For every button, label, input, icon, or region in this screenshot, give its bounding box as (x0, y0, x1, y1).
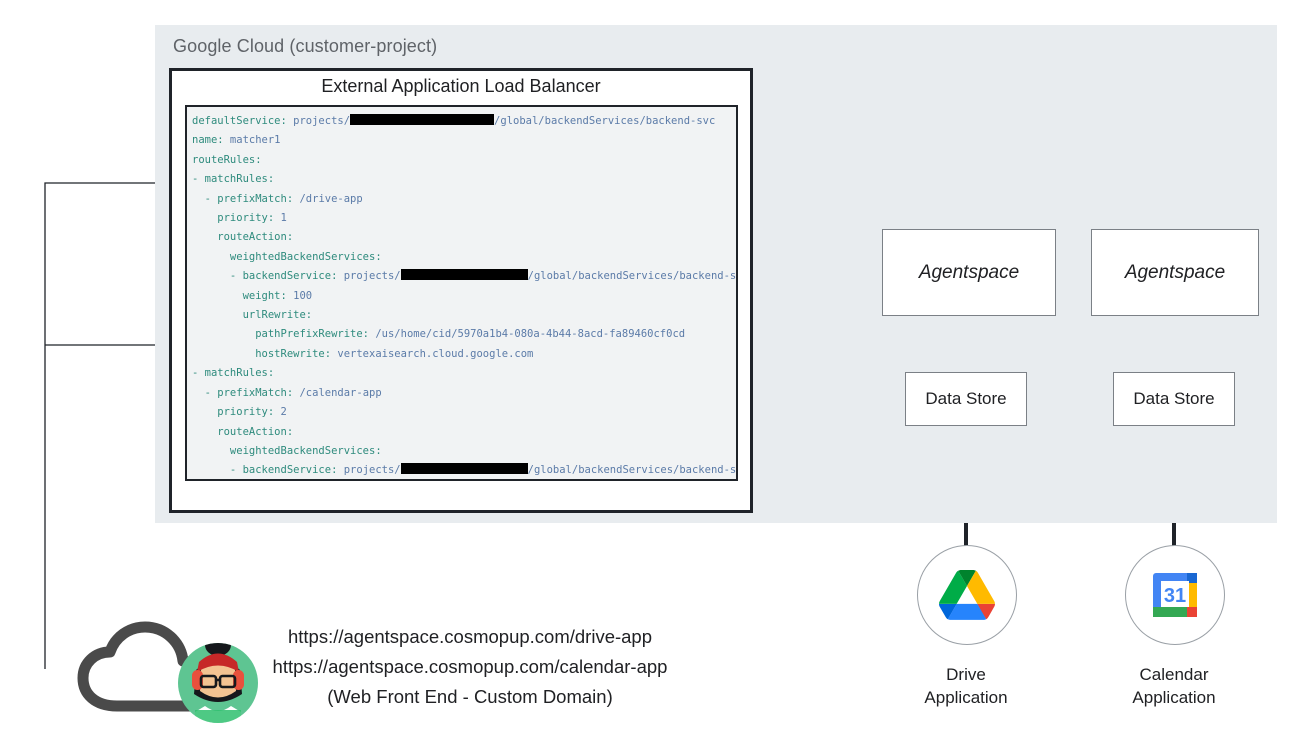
yaml-rule1-match-rules: - matchRules: (192, 173, 275, 186)
yaml-rule2-route-action: routeAction: (192, 425, 294, 438)
google-cloud-panel-title: Google Cloud (customer-project) (173, 36, 438, 56)
front-end-caption: (Web Front End - Custom Domain) (327, 686, 613, 707)
calendar-application-icon-circle[interactable]: 31 (1125, 545, 1225, 645)
yaml-rule1-priority-value: 1 (274, 212, 287, 225)
drive-label-line2: Application (924, 688, 1008, 707)
yaml-rule2-weighted-backends: weightedBackendServices: (192, 444, 382, 457)
yaml-rule1-backend-key: - backendService: (192, 270, 338, 283)
google-drive-icon (939, 570, 995, 620)
yaml-rule2-prefix-value: /calendar-app (293, 386, 382, 399)
yaml-rule1-url-rewrite: urlRewrite: (192, 309, 313, 322)
front-end-urls: https://agentspace.cosmopup.com/drive-ap… (225, 622, 715, 712)
redaction-bar-project-3 (400, 463, 528, 475)
google-calendar-icon: 31 (1153, 573, 1197, 617)
yaml-rule2-priority-key: priority: (192, 406, 275, 419)
yaml-default-service-prefix: projects/ (286, 115, 351, 127)
yaml-rule1-weight-key: weight: (192, 289, 287, 302)
node-agentspace-1[interactable]: Agentspace (882, 229, 1056, 316)
yaml-rule1-priority-key: priority: (192, 212, 275, 225)
yaml-default-service-key: defaultService: (192, 115, 287, 127)
drive-application-icon-circle[interactable] (917, 545, 1017, 645)
edge-user-to-drive-prefix (44, 178, 197, 669)
node-agentspace-2[interactable]: Agentspace (1091, 229, 1259, 316)
redaction-bar-project-2 (400, 269, 528, 281)
calendar-label-line2: Application (1132, 688, 1216, 707)
yaml-rule2-backend-key: - backendService: (192, 464, 338, 477)
yaml-rule2-match-rules: - matchRules: (192, 367, 275, 380)
yaml-rule1-weighted-backends: weightedBackendServices: (192, 250, 382, 263)
yaml-rule2-backend-prefix: projects/ (337, 464, 401, 477)
svg-text:31: 31 (1164, 585, 1186, 607)
drive-label-line1: Drive (946, 665, 986, 684)
yaml-route-rules-key: routeRules: (192, 153, 262, 166)
url-drive-app[interactable]: https://agentspace.cosmopup.com/drive-ap… (287, 626, 653, 647)
yaml-rule1-path-prefix-value: /us/home/cid/5970a1b4-080a-4b44-8acd-fa8… (369, 328, 686, 341)
yaml-name-value: matcher1 (223, 134, 281, 147)
yaml-rule1-backend-prefix: projects/ (337, 270, 401, 283)
web-front-end-icon (75, 618, 280, 723)
yaml-rule2-backend-suffix: /global/backendServices/backend-svc (527, 464, 738, 477)
node-data-store-2[interactable]: Data Store (1113, 372, 1235, 426)
calendar-application-label: Calendar Application (1074, 663, 1274, 709)
yaml-rule2-prefix-key: - prefixMatch: (192, 386, 294, 399)
calendar-label-line1: Calendar (1139, 665, 1209, 684)
yaml-rule1-route-action: routeAction: (192, 231, 294, 244)
load-balancer-title: External Application Load Balancer (321, 76, 601, 96)
yaml-default-service-suffix: /global/backendServices/backend-svc (494, 115, 716, 127)
yaml-rule1-path-prefix-key: pathPrefixRewrite: (192, 328, 370, 341)
yaml-name-key: name: (192, 134, 224, 147)
url-calendar-app[interactable]: https://agentspace.cosmopup.com/calendar… (272, 656, 668, 677)
yaml-config-text: defaultService: projects/ /global/backend… (192, 112, 738, 479)
yaml-rule1-weight-value: 100 (286, 289, 313, 302)
drive-application-label: Drive Application (866, 663, 1066, 709)
yaml-rule1-host-rewrite-key: hostRewrite: (192, 347, 332, 360)
yaml-rule2-priority-value: 2 (274, 406, 287, 419)
redaction-bar-project-1 (350, 114, 495, 125)
yaml-rule1-host-rewrite-value: vertexaisearch.cloud.google.com (331, 347, 534, 360)
yaml-rule1-backend-suffix: /global/backendServices/backend-svc (527, 270, 738, 283)
node-data-store-1[interactable]: Data Store (905, 372, 1027, 426)
yaml-rule1-prefix-key: - prefixMatch: (192, 192, 294, 205)
yaml-config-box[interactable]: defaultService: projects/ /global/backend… (185, 105, 738, 481)
user-avatar-icon (178, 643, 258, 723)
yaml-rule1-prefix-value: /drive-app (293, 192, 363, 205)
